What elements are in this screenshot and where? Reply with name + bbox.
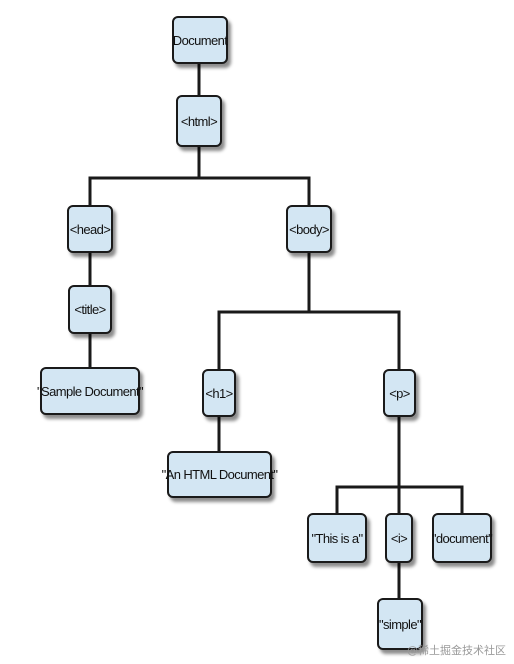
- node-h1: <h1>: [202, 369, 236, 417]
- node-document: Document: [172, 16, 228, 64]
- node-body: <body>: [286, 205, 332, 253]
- node-head: <head>: [67, 205, 113, 253]
- node-p: <p>: [383, 369, 416, 417]
- node-document-text: "document": [432, 513, 493, 563]
- node-an-html-document: "An HTML Document": [162, 451, 278, 498]
- node-html: <html>: [176, 95, 222, 147]
- node-i: <i>: [385, 513, 413, 563]
- watermark: @稀土掘金技术社区: [407, 644, 506, 657]
- node-title: <title>: [68, 285, 112, 334]
- node-simple: "simple": [377, 598, 423, 650]
- node-this-is-a: "This is a": [307, 513, 367, 563]
- node-sample-document: "Sample Document": [37, 367, 144, 415]
